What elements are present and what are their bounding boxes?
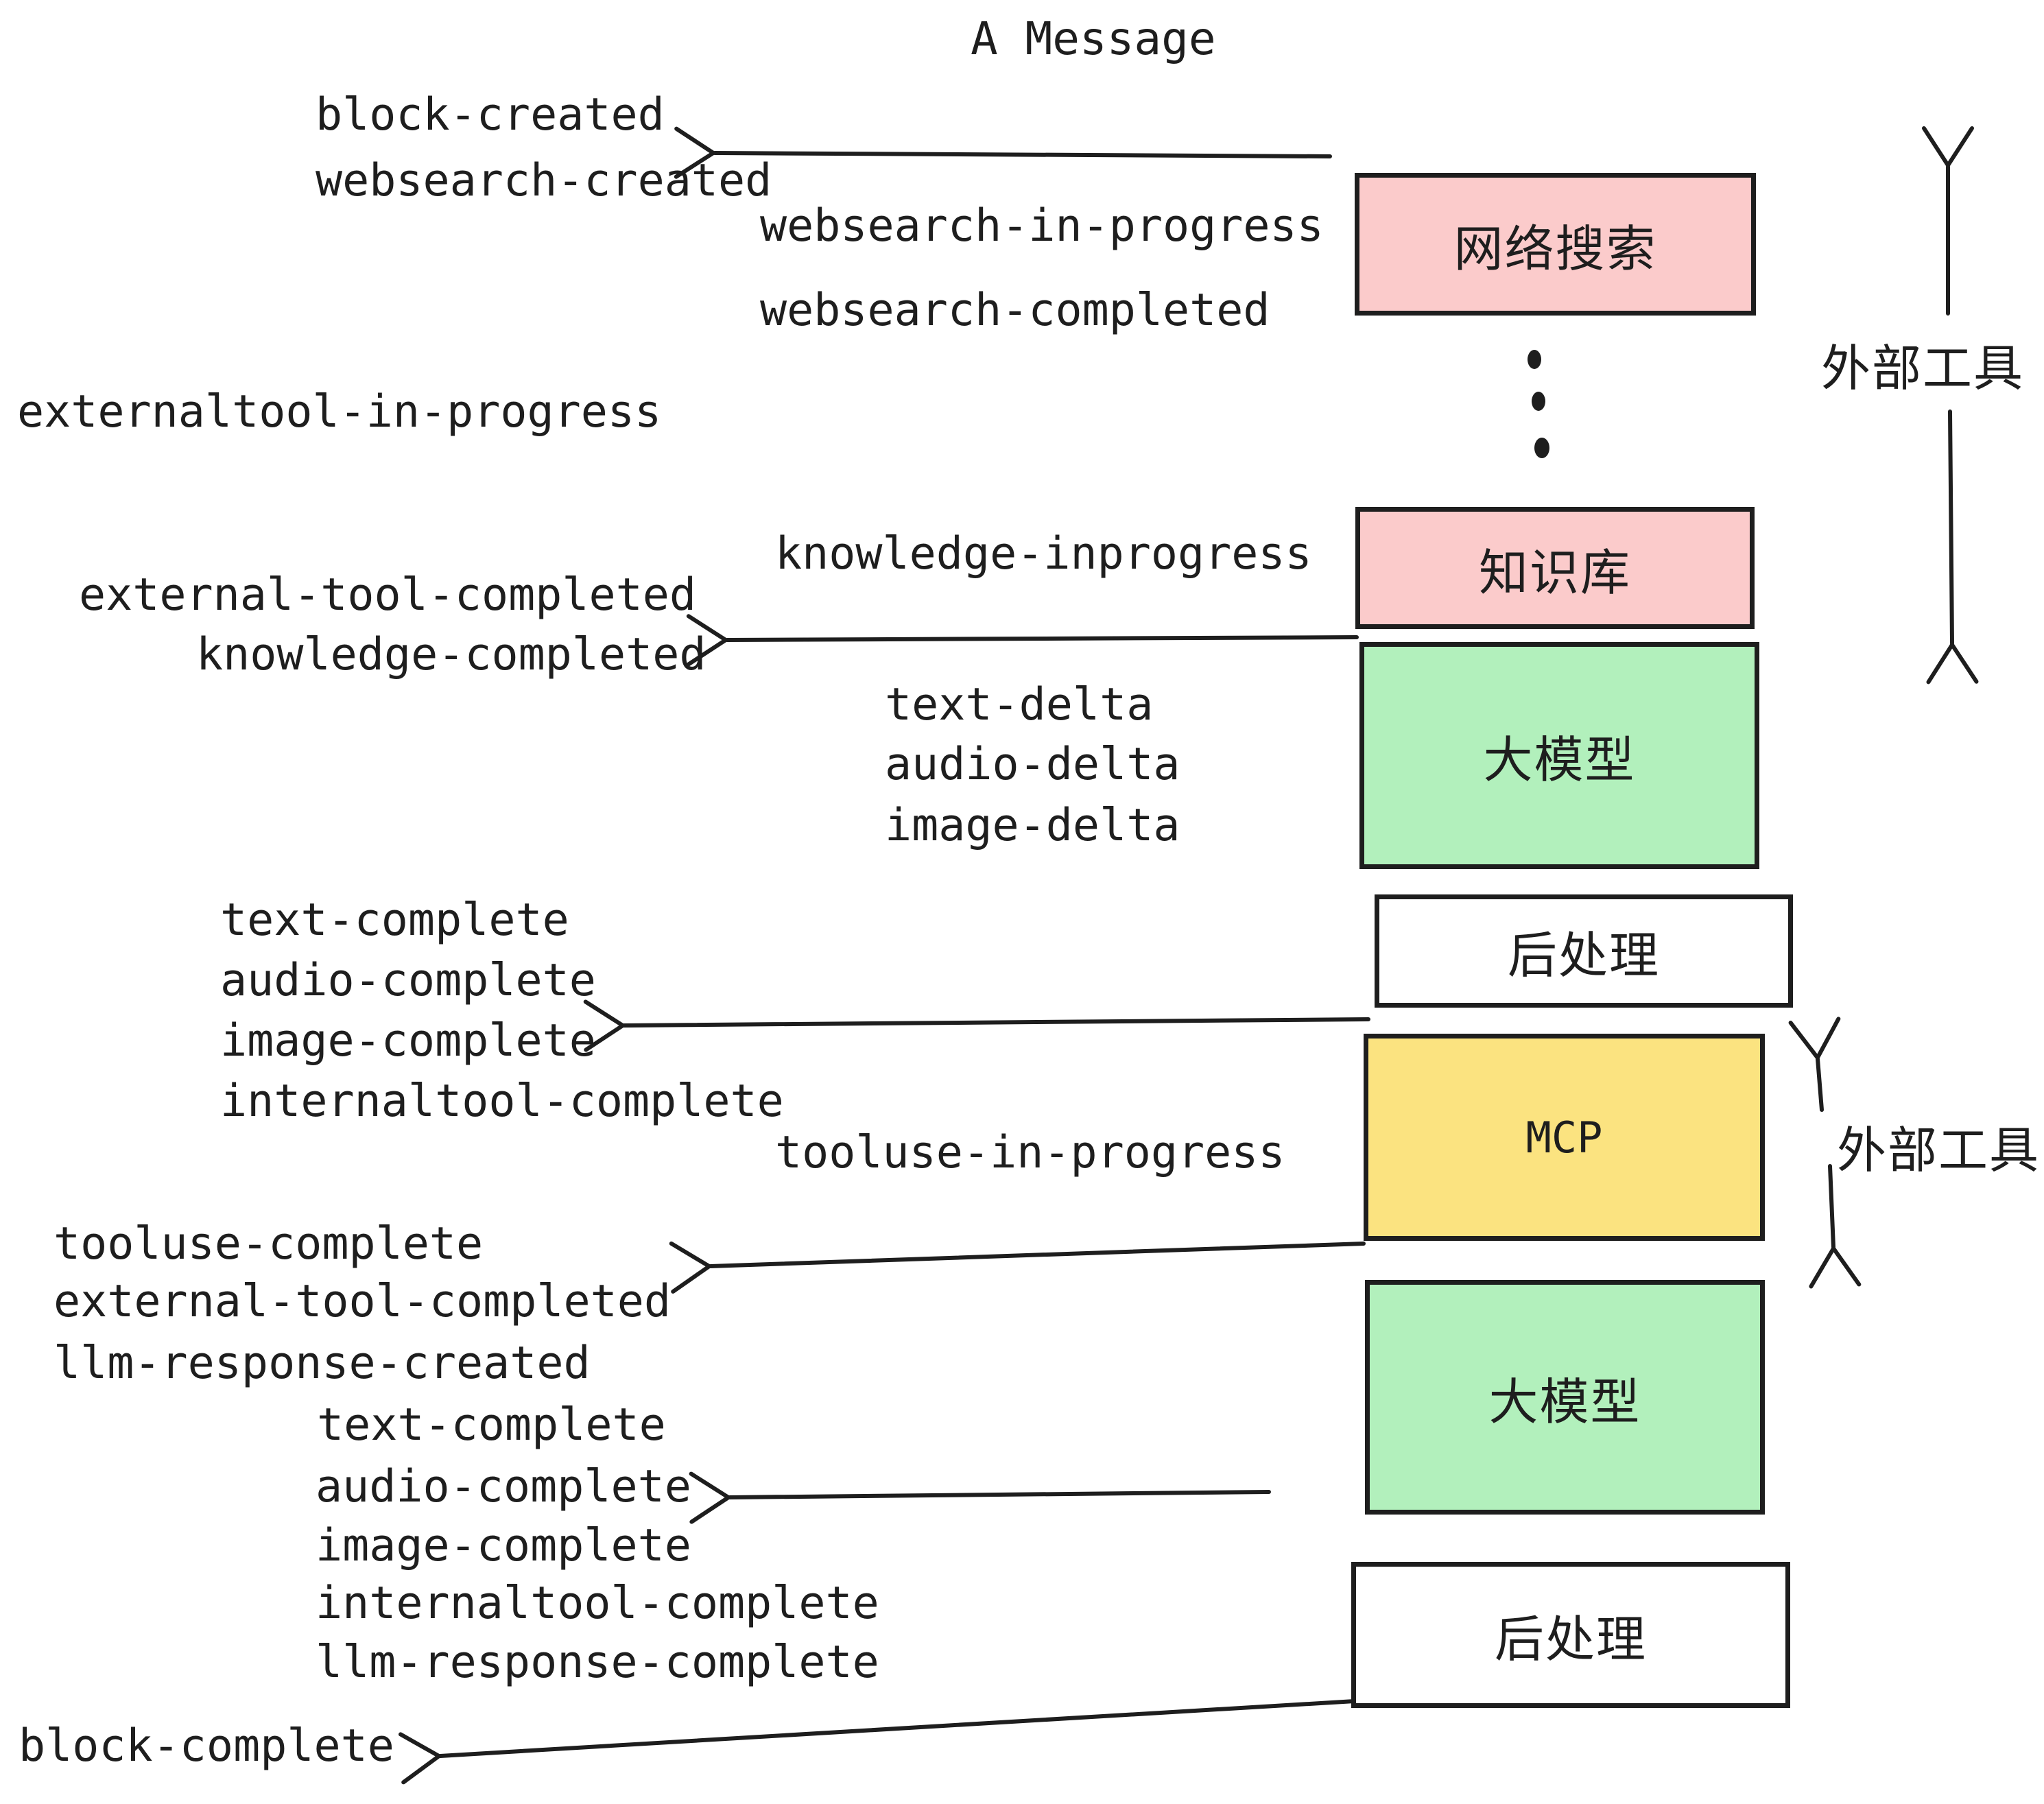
arrow-knowledge-completed (686, 614, 1359, 667)
event-knowledge-inprogress: knowledge-inprogress (775, 528, 1312, 580)
event-text-complete-1: text-complete (220, 894, 569, 946)
diagram-title: A Message (971, 12, 1216, 65)
event-image-complete-2: image-complete (316, 1520, 691, 1571)
box-llm-1: 大模型 (1359, 642, 1759, 869)
event-tooluse-complete: tooluse-complete (54, 1218, 484, 1270)
event-websearch-completed: websearch-completed (760, 285, 1270, 336)
event-audio-complete-2: audio-complete (316, 1461, 691, 1512)
event-internaltool-complete-2: internaltool-complete (316, 1578, 879, 1629)
double-arrow-external-tools-1-down (1926, 410, 1979, 685)
event-block-complete: block-complete (19, 1720, 394, 1772)
event-externaltool-in-progress: externaltool-in-progress (17, 386, 662, 438)
box-websearch: 网络搜索 (1355, 173, 1756, 316)
box-llm-2-label: 大模型 (1488, 1373, 1641, 1431)
side-label-external-tools-2: 外部工具 (1837, 1121, 2041, 1179)
event-audio-delta-1: audio-delta (885, 739, 1180, 790)
event-external-tool-completed-2: external-tool-completed (54, 1276, 672, 1327)
box-mcp: MCP (1364, 1034, 1765, 1241)
box-llm-2: 大模型 (1365, 1280, 1765, 1515)
box-websearch-label: 网络搜索 (1453, 219, 1657, 278)
event-llm-response-complete: llm-response-complete (316, 1637, 879, 1688)
ellipsis-dots (1528, 350, 1549, 458)
arrow-internal-complete-2 (689, 1471, 1271, 1524)
double-arrow-external-tools-2-up (1788, 1017, 1841, 1112)
event-text-delta-1: text-delta (885, 679, 1154, 731)
box-postprocess-2-label: 后处理 (1494, 1611, 1647, 1668)
event-block-created: block-created (316, 89, 665, 141)
arrow-internal-complete-1 (583, 999, 1370, 1052)
box-mcp-label: MCP (1525, 1112, 1603, 1163)
box-postprocess-1: 后处理 (1375, 894, 1793, 1008)
side-label-external-tools-1: 外部工具 (1821, 340, 2025, 397)
event-websearch-in-progress: websearch-in-progress (760, 200, 1324, 252)
arrow-tooluse-complete (669, 1241, 1366, 1294)
event-audio-complete-1: audio-complete (220, 955, 596, 1006)
box-knowledge-base-label: 知识库 (1478, 543, 1631, 602)
arrow-block-complete (399, 1699, 1357, 1785)
event-llm-response-created: llm-response-created (54, 1338, 591, 1389)
event-internaltool-complete-1: internaltool-complete (220, 1076, 784, 1127)
box-knowledge-base: 知识库 (1355, 507, 1755, 629)
box-postprocess-1-label: 后处理 (1507, 927, 1660, 984)
double-arrow-external-tools-2-down (1809, 1164, 1862, 1289)
box-postprocess-2: 后处理 (1351, 1562, 1790, 1708)
event-websearch-created: websearch-created (316, 155, 772, 206)
box-llm-1-label: 大模型 (1483, 731, 1636, 789)
event-text-complete-2: text-complete (317, 1399, 666, 1451)
event-knowledge-completed: knowledge-completed (196, 629, 706, 680)
event-tooluse-in-progress: tooluse-in-progress (775, 1127, 1285, 1178)
event-image-complete-1: image-complete (220, 1015, 596, 1067)
event-external-tool-completed-1: external-tool-completed (79, 569, 697, 621)
event-image-delta-1: image-delta (885, 800, 1180, 851)
arrow-websearch-created (674, 126, 1332, 179)
